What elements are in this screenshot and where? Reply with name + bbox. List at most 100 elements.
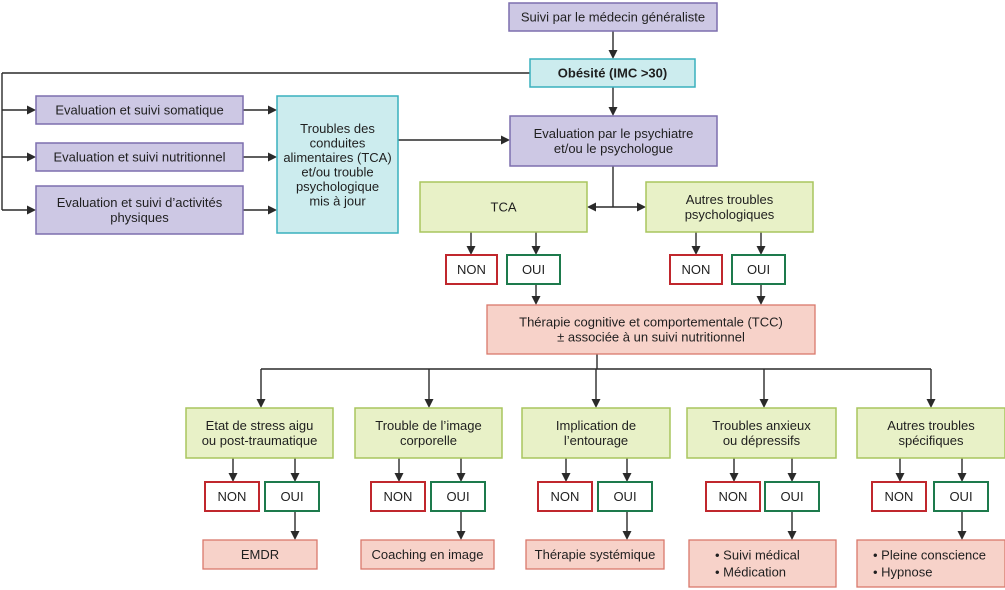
pleine-conscience-box-label: • Pleine conscience: [873, 548, 986, 563]
obesite-box-label: Obésité (IMC >30): [558, 66, 667, 81]
arrow-tca-non-head: [466, 246, 476, 255]
arrow-activites-tca-head: [268, 205, 277, 215]
tcc-box-label: Thérapie cognitive et comportementale (T…: [519, 315, 783, 330]
entourage-box-frame: [521, 407, 671, 459]
branch-non-box-1-frame: [204, 481, 260, 512]
branch-non-box-4-label: NON: [719, 489, 748, 504]
arrow-obesite-psy-head: [608, 107, 618, 116]
entourage-box-label: l’entourage: [564, 433, 628, 448]
autres-oui-box: OUI: [731, 254, 786, 285]
autres-troubles-psy-box-label: Autres troubles: [686, 192, 774, 207]
branch-oui-box-2-label: OUI: [446, 489, 469, 504]
branch-oui-box-1-label: OUI: [280, 489, 303, 504]
arrow-branch-non-4-head: [729, 473, 739, 482]
suivi-medecin-box: Suivi par le médecin généraliste: [508, 2, 718, 32]
eval-somatique-box-label: Evaluation et suivi somatique: [55, 103, 223, 118]
autres-oui-box-label: OUI: [747, 262, 770, 277]
tca-non-box-label: NON: [457, 262, 486, 277]
autres-troubles-psy-box-label: psychologiques: [685, 207, 775, 222]
arrow-bus-branch-3-head: [591, 399, 601, 408]
branch-non-box-5-frame: [871, 481, 927, 512]
tca-oui-box-frame: [506, 254, 561, 285]
troubles-tca-box-label: conduites: [310, 135, 366, 150]
specifiques-box-frame: [856, 407, 1005, 459]
eval-activites-box-label: physiques: [110, 210, 169, 225]
branch-non-box-5: NON: [871, 481, 927, 512]
tca-box-label: TCA: [491, 200, 517, 215]
arrow-branch-result-5-head: [957, 531, 967, 540]
arrow-nutritionnel-tca-head: [268, 152, 277, 162]
arrow-branch-result-1-head: [290, 531, 300, 540]
emdr-box: EMDR: [202, 539, 318, 570]
arrow-branch-result-2-head: [456, 531, 466, 540]
branch-oui-box-3-label: OUI: [613, 489, 636, 504]
troubles-tca-box-label: psychologique: [296, 179, 379, 194]
branch-non-box-5-label: NON: [885, 489, 914, 504]
tcc-box: Thérapie cognitive et comportementale (T…: [486, 304, 816, 355]
branch-oui-box-5-frame: [933, 481, 989, 512]
branch-non-box-1: NON: [204, 481, 260, 512]
stress-box-frame: [185, 407, 334, 459]
pleine-conscience-box-label: • Hypnose: [873, 565, 932, 580]
image-box-label: corporelle: [400, 433, 457, 448]
obesite-box-frame: [529, 58, 696, 88]
suivi-medecin-box-frame: [508, 2, 718, 32]
entourage-box: Implication del’entourage: [521, 407, 671, 459]
branch-oui-box-3-frame: [597, 481, 653, 512]
troubles-tca-box-label: et/ou trouble: [301, 164, 373, 179]
arrow-branch-oui-1-head: [290, 473, 300, 482]
arrow-autres-oui-head: [756, 246, 766, 255]
eval-activites-box-frame: [35, 185, 244, 235]
arrow-branch-result-4-head: [787, 531, 797, 540]
arrow-bus-branch-4-head: [759, 399, 769, 408]
arrow-tca-psy-head: [501, 135, 510, 145]
autres-non-box-label: NON: [682, 262, 711, 277]
eval-psy-box-frame: [509, 115, 718, 167]
flowchart-boxes: Suivi par le médecin généralisteObésité …: [35, 2, 1005, 588]
anxieux-box-label: ou dépressifs: [723, 433, 801, 448]
arrow-split-tca-head: [587, 202, 596, 212]
arrow-branch-non-3-head: [561, 473, 571, 482]
branch-non-box-3: NON: [537, 481, 593, 512]
eval-nutritionnel-box-frame: [35, 142, 244, 172]
tcc-box-frame: [486, 304, 816, 355]
eval-psy-box-label: et/ou le psychologue: [554, 141, 673, 156]
arrow-bus-branch-1-head: [256, 399, 266, 408]
stress-box-label: ou post-traumatique: [202, 433, 318, 448]
branch-oui-box-2-frame: [430, 481, 486, 512]
specifiques-box-label: Autres troubles: [887, 418, 975, 433]
tca-box-frame: [419, 181, 588, 233]
branch-oui-box-2: OUI: [430, 481, 486, 512]
arrow-branch-oui-4-head: [787, 473, 797, 482]
entourage-box-label: Implication de: [556, 418, 636, 433]
arrow-branch-non-2-head: [394, 473, 404, 482]
eval-nutritionnel-box: Evaluation et suivi nutritionnel: [35, 142, 244, 172]
autres-oui-box-frame: [731, 254, 786, 285]
troubles-tca-box-frame: [276, 95, 399, 234]
emdr-box-label: EMDR: [241, 547, 279, 562]
pleine-conscience-box-frame: [856, 539, 1005, 588]
branch-oui-box-4-frame: [764, 481, 820, 512]
arrow-tca-oui-head: [531, 246, 541, 255]
troubles-tca-box-label: mis à jour: [309, 193, 366, 208]
autres-non-box-frame: [669, 254, 723, 285]
eval-somatique-box-frame: [35, 95, 244, 125]
branch-oui-box-5: OUI: [933, 481, 989, 512]
tca-box: TCA: [419, 181, 588, 233]
eval-somatique-box: Evaluation et suivi somatique: [35, 95, 244, 125]
tca-oui-box: OUI: [506, 254, 561, 285]
arrow-somatique-tca-head: [268, 105, 277, 115]
pleine-conscience-box: • Pleine conscience • Hypnose: [856, 539, 1005, 588]
branch-non-box-4: NON: [705, 481, 761, 512]
branch-non-box-4-frame: [705, 481, 761, 512]
tca-non-box: NON: [445, 254, 498, 285]
arrow-branch-non-5-head: [895, 473, 905, 482]
suivi-medical-box: • Suivi médical• Médication: [688, 539, 837, 588]
arrow-oui-tcc-1-head: [531, 296, 541, 305]
